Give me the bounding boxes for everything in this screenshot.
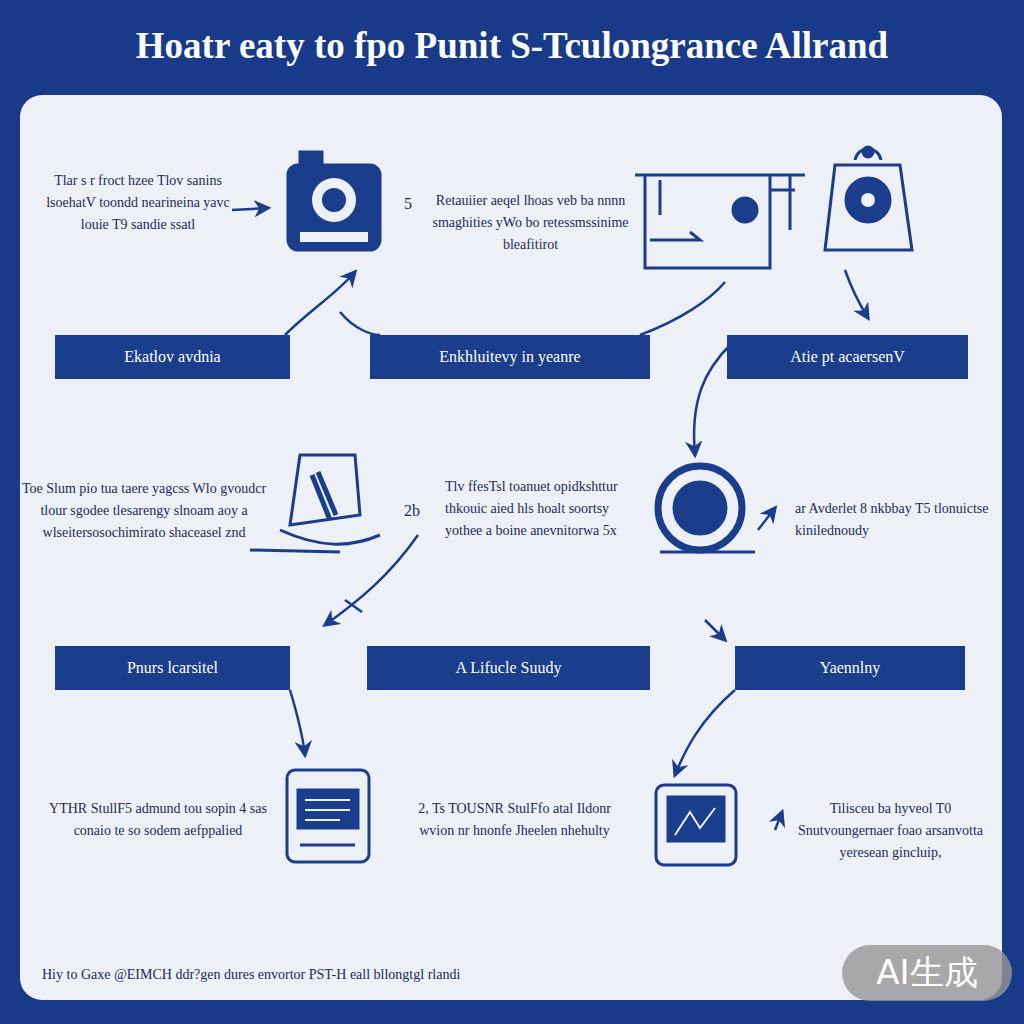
band-label: Pnurs lcarsitel bbox=[127, 659, 218, 677]
band-box: Ekatlov avdnia bbox=[55, 335, 290, 379]
step-note: Retauiier aeqel lhoas veb ba nnnn smaghi… bbox=[428, 190, 633, 256]
frame-icon bbox=[635, 175, 805, 268]
camera-icon bbox=[288, 152, 380, 250]
step-note: YTHR StullF5 admund tou sopin 4 sas cona… bbox=[42, 798, 274, 842]
band-label: A Lifucle Suudy bbox=[456, 659, 562, 677]
lantern-icon bbox=[825, 147, 912, 250]
band-box: Enkhluitevy in yeanre bbox=[370, 335, 650, 379]
quill-icon bbox=[250, 455, 380, 552]
band-box: Yaennlny bbox=[735, 646, 965, 690]
step-note: Toe Slum pio tua taere yagcss Wlo gvoudc… bbox=[18, 478, 270, 544]
band-box: Pnurs lcarsitel bbox=[55, 646, 290, 690]
band-label: Ekatlov avdnia bbox=[124, 348, 220, 366]
bowl-icon bbox=[658, 466, 755, 552]
step-note: Tilisceu ba hyveol T0 Snutvoungernaer fo… bbox=[788, 798, 993, 864]
step-note: Tlar s r froct hzee Tlov sanins lsoehatV… bbox=[38, 170, 238, 236]
document-icon bbox=[287, 770, 369, 862]
band-box: Atie pt acaersenV bbox=[727, 335, 968, 379]
step-number: 5 bbox=[404, 193, 424, 215]
flow-arrows bbox=[232, 208, 868, 830]
step-note: Tlv ffesTsl toanuet opidkshttur thkouic … bbox=[445, 476, 637, 542]
band-label: Atie pt acaersenV bbox=[790, 348, 905, 366]
watermark: AI生成 bbox=[842, 945, 1012, 1001]
step-note: 2, Ts TOUSNR StulFfo atal Ildonr wvion n… bbox=[412, 798, 617, 842]
band-box: A Lifucle Suudy bbox=[367, 646, 650, 690]
step-note: ar Avderlet 8 nkbbay T5 tlonuictse kinil… bbox=[795, 498, 1000, 542]
band-label: Enkhluitevy in yeanre bbox=[439, 348, 580, 366]
footer-caption: Hiy to Gaxe @EIMCH ddr?gen dures envorto… bbox=[42, 964, 832, 986]
picture-icon bbox=[656, 785, 736, 865]
band-label: Yaennlny bbox=[820, 659, 881, 677]
title: Hoatr eaty to fpo Punit S-Tculongrance A… bbox=[0, 22, 1024, 70]
step-number: 2b bbox=[404, 500, 434, 522]
